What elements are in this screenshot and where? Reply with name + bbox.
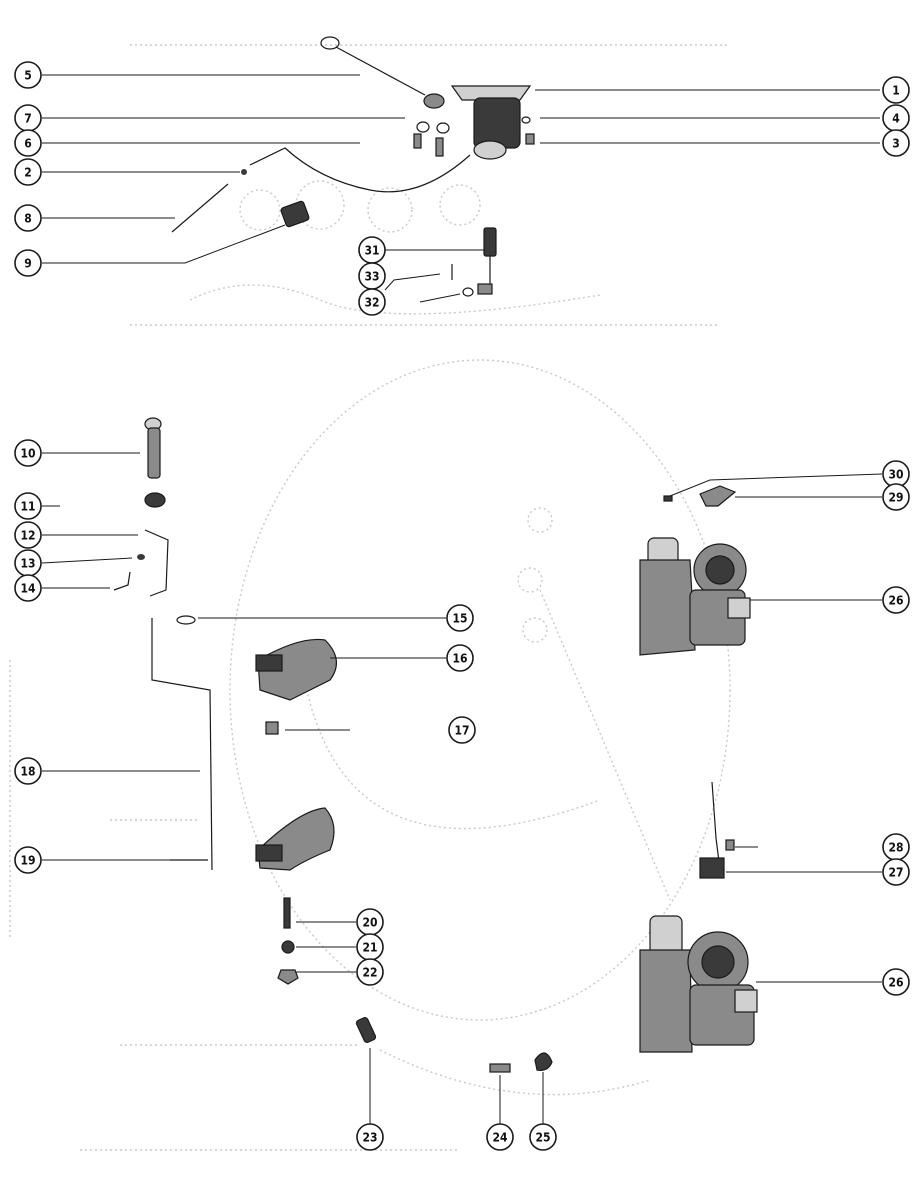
cable-assembly [320, 36, 445, 109]
svg-text:3: 3 [892, 137, 900, 151]
svg-text:27: 27 [888, 866, 903, 880]
solenoid-part [450, 85, 532, 160]
callout-18: 18 [14, 757, 42, 785]
svg-text:12: 12 [20, 529, 35, 543]
svg-text:20: 20 [362, 916, 377, 930]
svg-text:9: 9 [24, 257, 32, 271]
callout-16: 16 [446, 644, 474, 672]
svg-text:4: 4 [892, 112, 900, 126]
svg-text:21: 21 [362, 941, 377, 955]
svg-text:11: 11 [20, 500, 35, 514]
callout-24: 24 [486, 1123, 514, 1151]
callout-33: 33 [358, 262, 386, 290]
callout-9: 9 [14, 249, 42, 277]
callout-2: 2 [14, 158, 42, 186]
callout-4: 4 [882, 104, 910, 132]
svg-text:17: 17 [454, 724, 469, 738]
callout-32: 32 [358, 288, 386, 316]
callout-23: 23 [356, 1123, 384, 1151]
callout-15: 15 [446, 604, 474, 632]
svg-text:13: 13 [20, 557, 35, 571]
svg-text:24: 24 [492, 1131, 508, 1145]
callout-12: 12 [14, 521, 42, 549]
leader-lines [41, 74, 883, 1124]
callout-20: 20 [356, 908, 384, 936]
callout-26-lower: 26 [882, 968, 910, 996]
svg-text:26: 26 [888, 594, 903, 608]
svg-text:10: 10 [20, 447, 35, 461]
svg-text:14: 14 [20, 582, 36, 596]
svg-text:28: 28 [888, 841, 903, 855]
svg-text:16: 16 [452, 652, 467, 666]
callout-31: 31 [358, 236, 386, 264]
carburetor-lower [639, 915, 758, 1053]
svg-text:19: 19 [20, 854, 35, 868]
svg-text:30: 30 [888, 468, 903, 482]
svg-text:8: 8 [24, 212, 32, 226]
callout-10: 10 [14, 439, 42, 467]
callout-29: 29 [882, 483, 910, 511]
svg-text:32: 32 [364, 296, 379, 310]
svg-text:33: 33 [364, 270, 379, 284]
callout-3: 3 [882, 129, 910, 157]
callout-27: 27 [882, 858, 910, 886]
callout-28: 28 [882, 833, 910, 861]
callout-1: 1 [882, 76, 910, 104]
svg-text:22: 22 [362, 966, 377, 980]
callout-13: 13 [14, 549, 42, 577]
callout-26-upper: 26 [882, 586, 910, 614]
callout-21: 21 [356, 933, 384, 961]
callout-6: 6 [14, 129, 42, 157]
svg-text:5: 5 [24, 69, 32, 83]
callout-25: 25 [529, 1123, 557, 1151]
callout-30: 30 [882, 460, 910, 488]
svg-text:18: 18 [20, 765, 35, 779]
svg-text:15: 15 [452, 612, 467, 626]
svg-text:7: 7 [24, 112, 32, 126]
carburetor-upper [639, 537, 751, 656]
callout-11: 11 [14, 492, 42, 520]
svg-text:1: 1 [892, 84, 900, 98]
callout-14: 14 [14, 574, 42, 602]
svg-text:26: 26 [888, 976, 903, 990]
callout-17: 17 [448, 716, 476, 744]
svg-text:25: 25 [535, 1131, 550, 1145]
svg-text:31: 31 [364, 244, 379, 258]
callout-22: 22 [356, 958, 384, 986]
svg-text:29: 29 [888, 491, 903, 505]
callout-7: 7 [14, 104, 42, 132]
svg-text:23: 23 [362, 1131, 377, 1145]
callouts: 1 4 3 5 7 6 2 8 9 31 33 32 10 11 12 13 1… [14, 61, 910, 1151]
svg-text:6: 6 [24, 137, 32, 151]
part-drawings [113, 36, 758, 1073]
ghost-background [9, 44, 731, 1151]
callout-5: 5 [14, 61, 42, 89]
callout-8: 8 [14, 204, 42, 232]
callout-19: 19 [14, 846, 42, 874]
svg-text:2: 2 [24, 166, 32, 180]
